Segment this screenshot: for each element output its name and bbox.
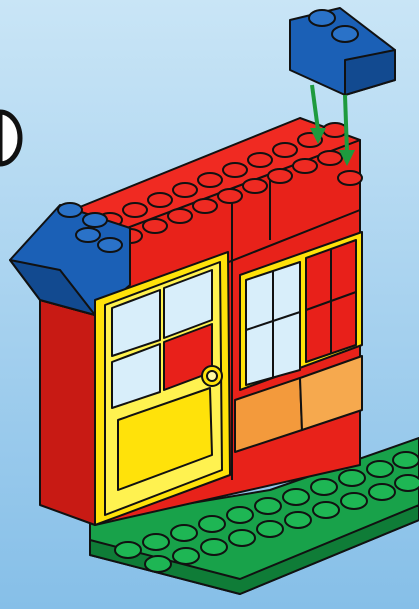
callout-edge bbox=[0, 112, 20, 164]
